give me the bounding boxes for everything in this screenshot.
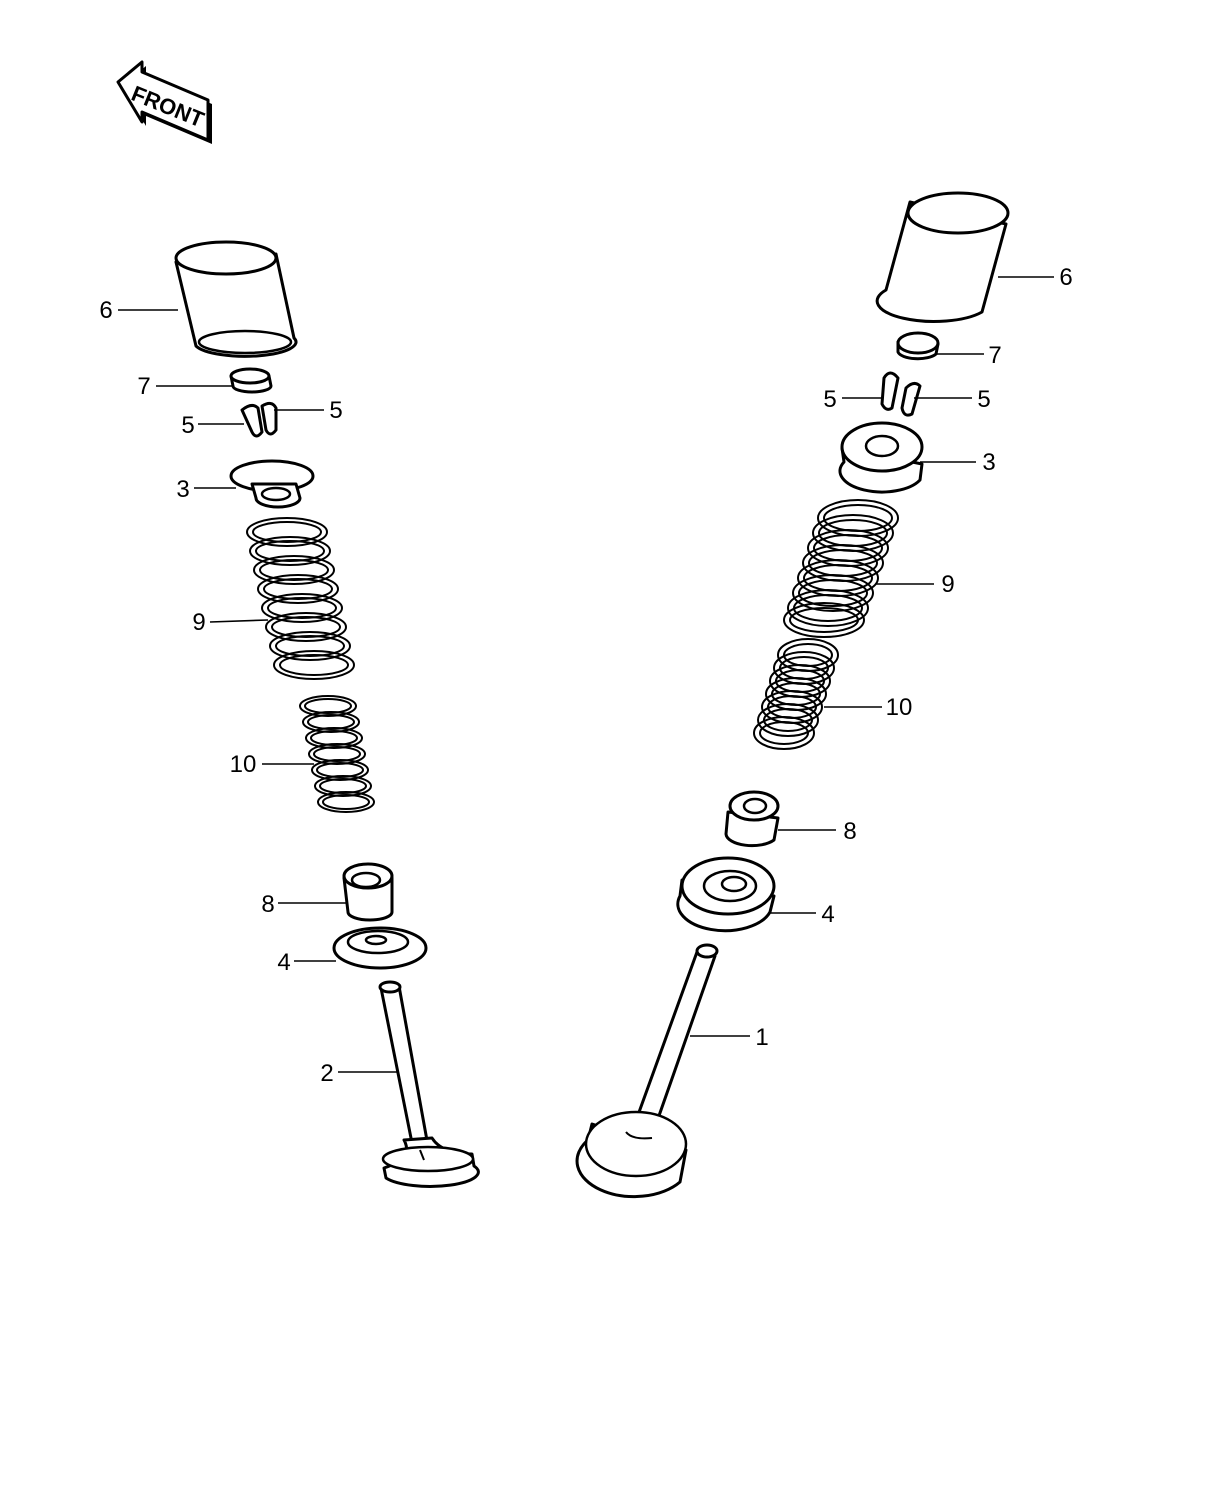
left-retainer	[229, 459, 315, 509]
right-spring-seat	[676, 856, 776, 933]
right-retainer	[838, 421, 924, 494]
callout-right-cotter-b: 5	[977, 386, 990, 413]
callout-right-shim: 7	[988, 342, 1001, 369]
callout-left-shim: 7	[137, 373, 150, 400]
right-inner-spring	[753, 638, 839, 750]
callout-left-valve: 2	[320, 1060, 333, 1087]
callout-right-spring-seat: 4	[821, 901, 834, 928]
callout-right-retainer: 3	[982, 449, 995, 476]
right-outer-spring	[783, 499, 899, 638]
right-valve	[575, 943, 719, 1199]
callout-left-inner-spring: 10	[230, 751, 257, 778]
callout-left-retainer: 3	[176, 476, 189, 503]
callout-right-inner-spring: 10	[886, 694, 913, 721]
left-inner-spring	[299, 695, 375, 813]
callout-left-spring-seat: 4	[277, 949, 290, 976]
callout-right-tappet: 6	[1059, 264, 1072, 291]
left-stem-seal	[342, 862, 394, 922]
callout-right-valve: 1	[755, 1024, 768, 1051]
leader-lines	[118, 276, 1054, 1073]
left-cotters	[240, 401, 278, 438]
callout-left-cotter-a: 5	[181, 412, 194, 439]
callout-left-tappet: 6	[99, 297, 112, 324]
callout-labels: 6 7 5 5 3 9 10 8 4 2 6 7 5 5 3 9 10 8 4 …	[99, 264, 1072, 1087]
left-valve	[378, 980, 480, 1188]
callout-right-cotter-a: 5	[823, 386, 836, 413]
front-arrow-icon: FRONT	[116, 60, 212, 144]
callout-right-outer-spring: 9	[941, 571, 954, 598]
left-shim	[229, 367, 273, 394]
callout-right-stem-seal: 8	[843, 818, 856, 845]
left-spring-seat	[332, 926, 428, 970]
right-shim	[896, 331, 940, 361]
callout-left-outer-spring: 9	[192, 609, 205, 636]
left-tappet	[174, 240, 298, 358]
callout-left-cotter-b: 5	[329, 397, 342, 424]
left-outer-spring	[246, 517, 355, 680]
right-stem-seal	[724, 790, 780, 848]
right-tappet	[875, 191, 1010, 323]
callout-left-stem-seal: 8	[261, 891, 274, 918]
right-cotters	[880, 371, 922, 417]
